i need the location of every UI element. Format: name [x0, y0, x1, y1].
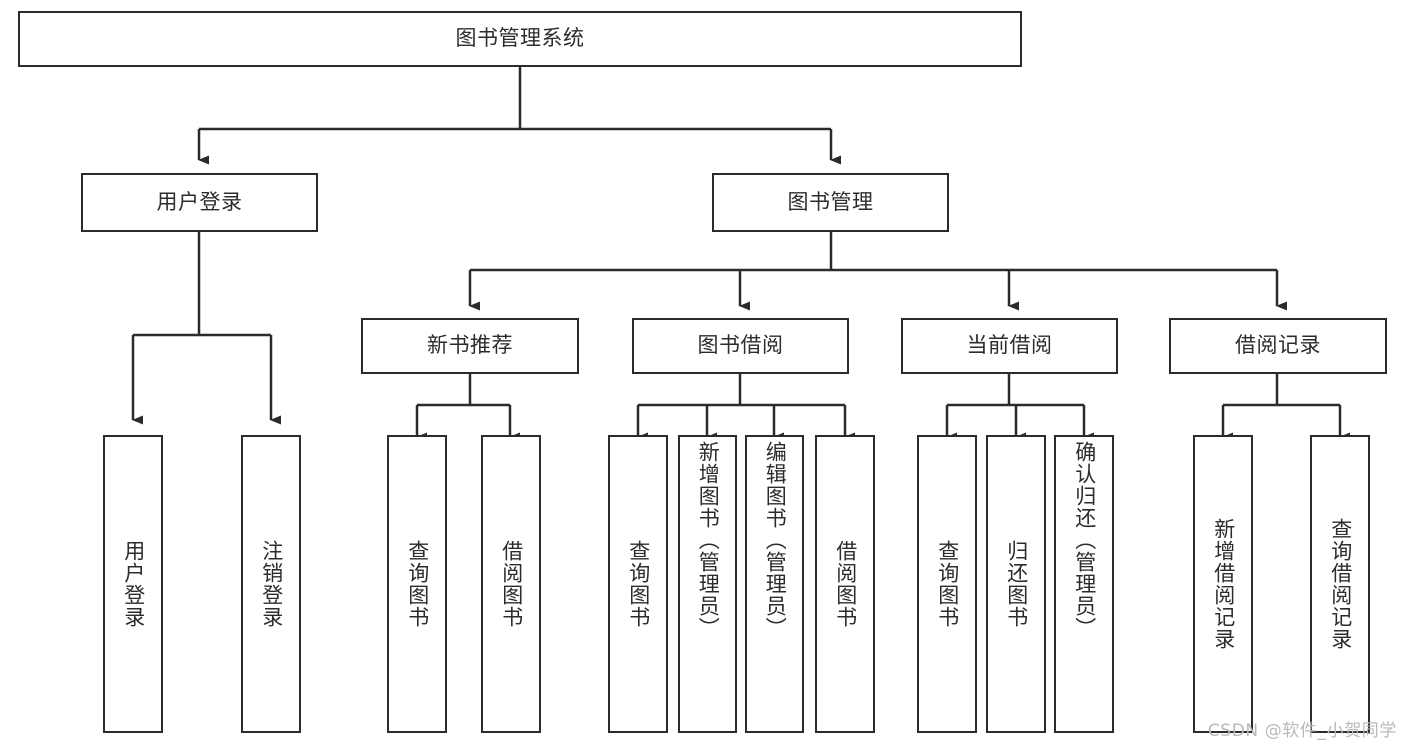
node-book-management[interactable]: 图书管理: [712, 173, 949, 232]
node-current-borrow[interactable]: 当前借阅: [901, 318, 1118, 374]
node-label: 用户登录: [156, 189, 243, 214]
leaf-label: 注销登录: [259, 540, 284, 628]
leaf-label: 查询图书: [935, 540, 960, 628]
leaf-borrow-book[interactable]: 借阅图书: [815, 435, 875, 733]
leaf-label: 编辑图书（管理员）: [763, 441, 788, 639]
node-label: 图书管理: [787, 189, 874, 214]
node-label: 图书管理系统: [455, 26, 585, 51]
leaf-label: 查询图书: [405, 540, 430, 628]
leaf-query-book-current[interactable]: 查询图书: [917, 435, 977, 733]
leaf-label: 确认归还（管理员）: [1072, 441, 1097, 639]
leaf-label: 借阅图书: [833, 540, 858, 628]
leaf-label: 用户登录: [121, 540, 146, 628]
leaf-add-book-admin[interactable]: 新增图书（管理员）: [678, 435, 737, 733]
node-user-login[interactable]: 用户登录: [81, 173, 318, 232]
node-label: 借阅记录: [1235, 333, 1321, 358]
leaf-edit-book-admin[interactable]: 编辑图书（管理员）: [745, 435, 804, 733]
leaf-confirm-return-admin[interactable]: 确认归还（管理员）: [1054, 435, 1114, 733]
leaf-query-book-borrow[interactable]: 查询图书: [608, 435, 668, 733]
node-borrow-record[interactable]: 借阅记录: [1169, 318, 1387, 374]
leaf-borrow-book-recommend[interactable]: 借阅图书: [481, 435, 541, 733]
leaf-user-login[interactable]: 用户登录: [103, 435, 163, 733]
node-label: 新书推荐: [427, 333, 513, 358]
node-book-borrow[interactable]: 图书借阅: [632, 318, 849, 374]
leaf-query-borrow-record[interactable]: 查询借阅记录: [1310, 435, 1370, 733]
leaf-label: 归还图书: [1004, 540, 1029, 628]
leaf-add-borrow-record[interactable]: 新增借阅记录: [1193, 435, 1253, 733]
leaf-label: 新增借阅记录: [1211, 518, 1236, 650]
leaf-logout[interactable]: 注销登录: [241, 435, 301, 733]
leaf-query-book-recommend[interactable]: 查询图书: [387, 435, 447, 733]
node-label: 当前借阅: [966, 333, 1053, 358]
node-root-book-management-system[interactable]: 图书管理系统: [18, 11, 1022, 67]
leaf-label: 查询图书: [626, 540, 651, 628]
leaf-label: 查询借阅记录: [1328, 518, 1353, 650]
leaf-label: 借阅图书: [499, 540, 524, 628]
leaf-label: 新增图书（管理员）: [696, 441, 721, 639]
node-new-book-recommendation[interactable]: 新书推荐: [361, 318, 579, 374]
node-label: 图书借阅: [697, 333, 784, 358]
leaf-return-book[interactable]: 归还图书: [986, 435, 1046, 733]
